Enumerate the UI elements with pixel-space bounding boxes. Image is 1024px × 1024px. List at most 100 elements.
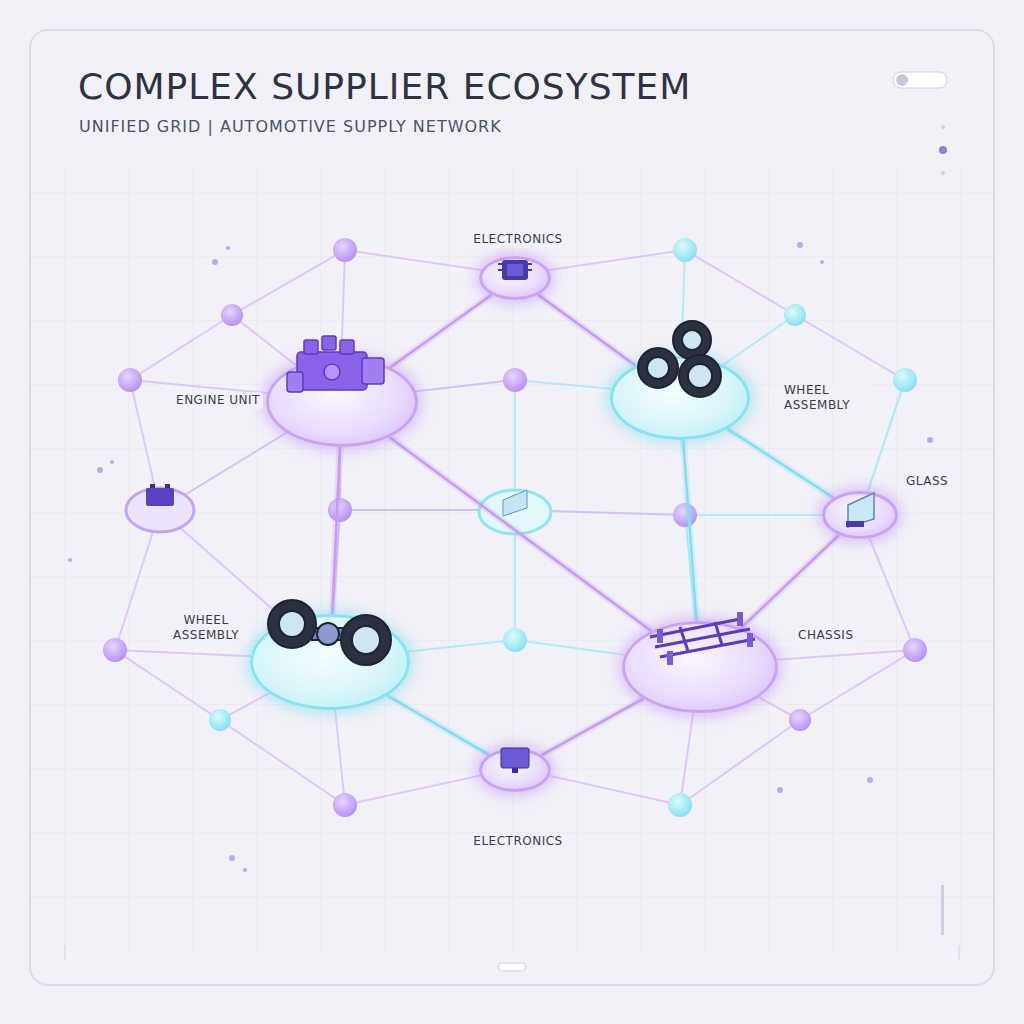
decor-shape	[848, 493, 874, 527]
decor-shape	[846, 493, 874, 527]
node-label: ELECTRONICS	[470, 833, 565, 850]
decor-shape	[115, 250, 915, 805]
decor-shape	[896, 74, 908, 86]
platform-node: GLASS	[822, 491, 898, 539]
decor-shape	[30, 30, 994, 985]
decor-shape	[650, 619, 755, 657]
decor-shape	[304, 340, 318, 354]
supply-link	[741, 535, 839, 628]
decor-shape	[268, 600, 391, 665]
decor-shape	[221, 304, 243, 326]
decor-shape	[673, 321, 711, 359]
decor-shape	[226, 246, 230, 250]
supply-link	[390, 295, 491, 368]
decor-shape	[333, 793, 357, 817]
decor-shape	[268, 600, 316, 648]
decor-shape	[647, 357, 669, 379]
node-label: ENGINE UNIT	[173, 392, 263, 409]
decor-shape	[503, 490, 527, 516]
decor-shape	[229, 855, 235, 861]
node-label: GLASS	[903, 473, 951, 490]
decor-shape	[867, 777, 873, 783]
decor-shape	[498, 963, 526, 971]
decor-shape	[287, 336, 384, 392]
decor-shape	[638, 348, 678, 388]
supply-link	[332, 447, 340, 614]
decor-shape	[893, 368, 917, 392]
decor-shape	[688, 364, 712, 388]
decor-shape	[352, 626, 380, 654]
decor-shape	[784, 304, 806, 326]
part-illustration	[269, 360, 421, 450]
decor-shape	[146, 488, 174, 506]
decor-shape	[941, 171, 945, 175]
decor-shape	[650, 612, 755, 665]
decor-shape	[30, 170, 994, 950]
decor-shape	[297, 352, 367, 390]
decor-shape	[846, 521, 864, 527]
part-illustration	[625, 624, 781, 716]
decor-shape	[243, 868, 247, 872]
supply-link	[727, 429, 833, 498]
decor-shape	[115, 250, 915, 805]
decor-shape	[65, 945, 959, 960]
decor-shape	[503, 368, 527, 392]
decor-shape	[209, 709, 231, 731]
decor-shape	[650, 612, 755, 665]
platform-node: ELECTRONICS	[479, 748, 551, 792]
decor-shape	[330, 250, 905, 665]
supply-link	[683, 440, 696, 621]
decor-shape	[903, 638, 927, 662]
node-label: WHEEL ASSEMBLY	[163, 612, 249, 644]
decor-shape	[777, 787, 783, 793]
supply-link	[538, 295, 635, 366]
platform-node: ELECTRONICS	[479, 256, 551, 300]
decor-shape	[668, 793, 692, 817]
node-label: CHASSIS	[795, 627, 857, 644]
decor-shape	[797, 242, 803, 248]
decor-shape	[503, 628, 527, 652]
node-label: WHEEL ASSEMBLY	[781, 382, 867, 414]
part-illustration	[613, 359, 753, 443]
decor-shape	[514, 277, 516, 279]
decor-shape	[68, 558, 72, 562]
decor-shape	[317, 623, 339, 645]
platform-node: WHEEL ASSEMBLY	[250, 614, 410, 710]
decor-shape	[279, 611, 305, 637]
decor-shape	[212, 259, 218, 265]
decor-shape	[502, 260, 528, 280]
decor-shape	[324, 364, 340, 380]
decor-shape	[268, 600, 391, 665]
decor-shape	[341, 615, 391, 665]
decor-shape	[927, 437, 933, 443]
decor-shape	[126, 488, 194, 532]
decor-shape	[340, 340, 354, 354]
decor-shape	[893, 72, 947, 88]
decor-shape	[165, 484, 170, 488]
decor-shape	[312, 628, 348, 640]
decor-shape	[501, 748, 529, 768]
decor-shape	[941, 125, 945, 129]
decor-shape	[110, 460, 114, 464]
decor-shape	[287, 336, 384, 392]
decor-shape	[501, 748, 529, 773]
decor-shape	[103, 238, 927, 817]
decor-shape	[322, 336, 336, 350]
decor-shape	[150, 484, 155, 488]
diagram-title: COMPLEX SUPPLIER ECOSYSTEM	[78, 66, 691, 107]
part-illustration	[482, 751, 554, 795]
decor-shape	[820, 260, 824, 264]
subtitle: UNIFIED GRID | AUTOMOTIVE SUPPLY NETWORK	[79, 117, 502, 136]
decor-shape	[660, 612, 750, 665]
decor-shape	[679, 355, 721, 397]
decor-shape	[118, 368, 142, 392]
supply-link	[389, 437, 651, 631]
node-label: ELECTRONICS	[470, 231, 565, 248]
part-illustration	[253, 617, 413, 713]
decor-shape	[103, 638, 127, 662]
part-illustration	[825, 494, 901, 542]
part-illustration	[482, 259, 554, 303]
platform-node: WHEEL ASSEMBLY	[610, 356, 750, 440]
